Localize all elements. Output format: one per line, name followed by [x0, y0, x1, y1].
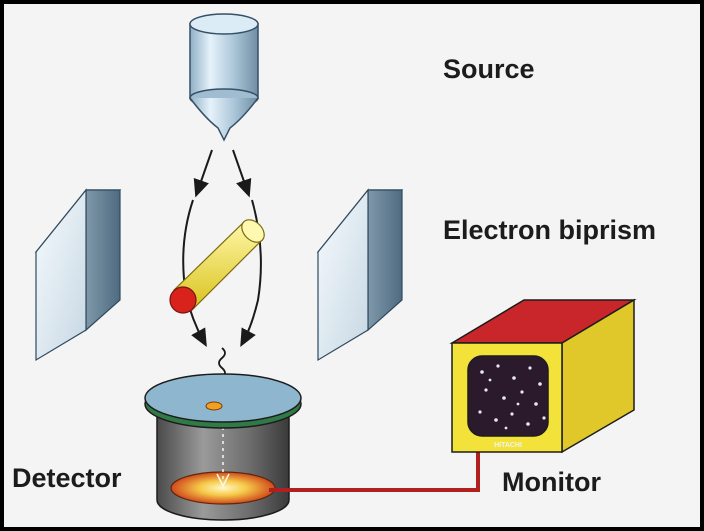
label-electron-biprism: Electron biprism — [443, 215, 656, 245]
cable — [269, 448, 480, 492]
interference-dots — [478, 364, 546, 430]
electron-source — [189, 13, 259, 142]
monitor-screen — [467, 355, 549, 437]
label-detector: Detector — [12, 463, 122, 493]
monitor-brand: HITACHI — [494, 442, 522, 449]
label-source: Source — [443, 54, 535, 84]
biprism-filament — [169, 219, 265, 314]
biprism-plate-left — [34, 188, 122, 362]
label-monitor: Monitor — [502, 467, 601, 497]
detector — [144, 373, 302, 521]
biprism-plate-right — [316, 188, 404, 362]
electron-path-arrow-left-top — [193, 149, 213, 198]
electron-path-arrow-right-top — [232, 149, 252, 198]
monitor: HITACHI — [449, 298, 637, 454]
